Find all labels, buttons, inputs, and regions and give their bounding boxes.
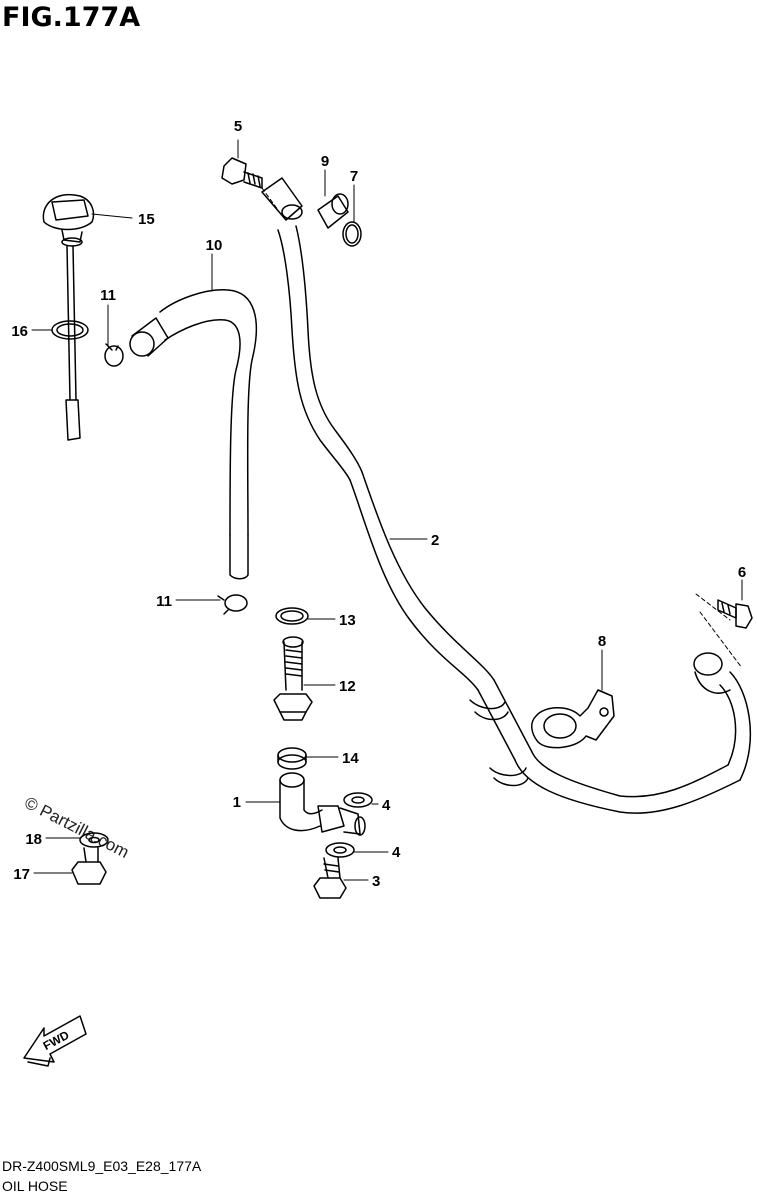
part-10-hose[interactable] [129,289,258,580]
part-2-oil-hose[interactable] [261,177,752,814]
part-8-bracket[interactable] [531,689,615,749]
part-3-union-bolt[interactable] [313,857,347,899]
callout-6[interactable]: 6 [738,564,746,581]
callout-labels: 1 2 3 4 4 5 6 7 8 9 10 11 11 12 13 14 15… [11,118,746,890]
callout-11-upper[interactable]: 11 [100,287,116,304]
callout-7[interactable]: 7 [350,168,358,185]
callout-5[interactable]: 5 [234,118,242,135]
callout-1[interactable]: 1 [233,794,241,811]
fwd-arrow-icon [23,1015,87,1067]
callout-15[interactable]: 15 [138,211,155,228]
dipstick[interactable] [65,245,81,441]
figure-title: FIG.177A [2,2,141,33]
callout-4-lower[interactable]: 4 [392,844,401,861]
part-4-washer-upper[interactable] [343,792,373,808]
callout-3[interactable]: 3 [372,873,380,890]
callout-16[interactable]: 16 [11,323,28,340]
part-11-clip-lower[interactable] [217,594,248,615]
callout-11-lower[interactable]: 11 [156,593,172,610]
callout-9[interactable]: 9 [321,153,329,170]
part-1-elbow-hose[interactable] [279,772,366,836]
callout-4-upper[interactable]: 4 [382,797,391,814]
callout-17[interactable]: 17 [13,866,30,883]
part-4-washer-lower[interactable] [325,842,355,858]
section-name: OIL HOSE [2,1178,68,1194]
part-16-o-ring[interactable] [51,320,89,340]
part-6-bolt[interactable] [717,599,753,629]
callout-8[interactable]: 8 [598,633,606,650]
part-14-clamp[interactable] [277,747,307,770]
part-13-gasket[interactable] [275,607,309,625]
part-12-union[interactable] [273,636,313,721]
leader-lines [31,139,743,881]
part-15-oil-filler-cap[interactable] [42,194,95,247]
callout-12[interactable]: 12 [339,678,356,695]
diagram-code: DR-Z400SML9_E03_E28_177A [2,1158,202,1174]
callout-10[interactable]: 10 [206,237,223,254]
reference-lines [261,187,743,669]
part-11-clip-upper[interactable] [104,343,124,367]
part-7-o-ring[interactable] [342,221,362,247]
fwd-label: FWD [41,1028,72,1053]
part-9-sleeve[interactable] [317,193,349,229]
part-18-washer[interactable] [79,832,109,848]
callout-13[interactable]: 13 [339,612,356,629]
part-17-drain-bolt[interactable] [71,847,107,885]
callout-18[interactable]: 18 [25,831,42,848]
part-5-bolt[interactable] [221,157,263,189]
callout-14[interactable]: 14 [342,750,359,767]
callout-2[interactable]: 2 [431,532,439,549]
